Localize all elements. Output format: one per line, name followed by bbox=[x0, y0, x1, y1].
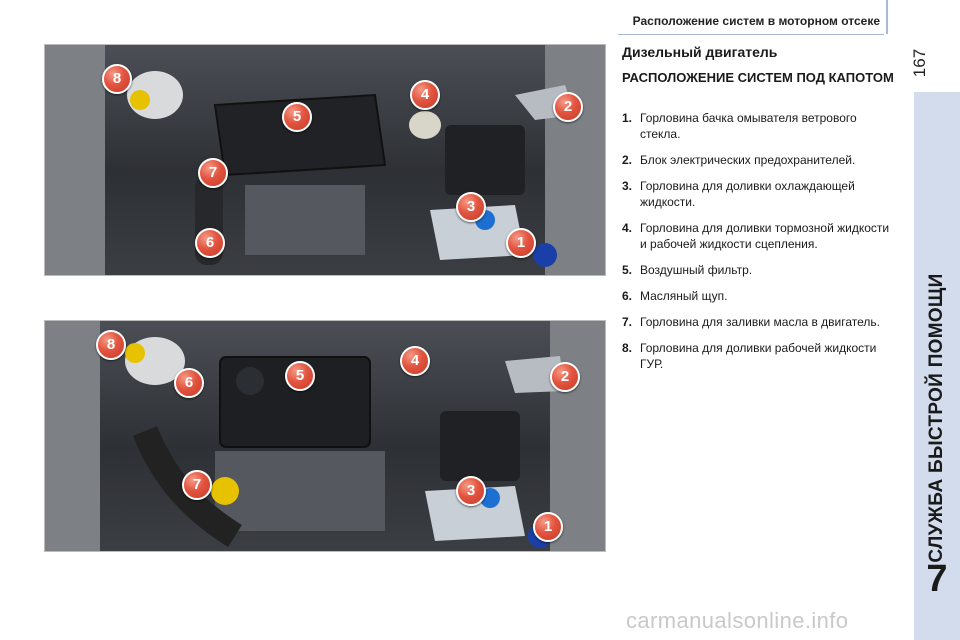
callout-marker: 8 bbox=[102, 64, 132, 94]
callout-marker: 4 bbox=[400, 346, 430, 376]
item-text: Блок электрических предохранителей. bbox=[640, 153, 856, 167]
component-list: 1. Горловина бачка омывателя ветрового ст… bbox=[622, 110, 894, 382]
callout-marker: 2 bbox=[553, 92, 583, 122]
item-text: Горловина для заливки масла в двигатель. bbox=[640, 315, 881, 329]
item-number: 1. bbox=[622, 111, 633, 125]
callout-marker: 6 bbox=[174, 368, 204, 398]
item-number: 5. bbox=[622, 263, 633, 277]
callout-marker: 1 bbox=[506, 228, 536, 258]
callout-marker: 7 bbox=[182, 470, 212, 500]
chapter-sidebar bbox=[914, 92, 960, 640]
list-item: 1. Горловина бачка омывателя ветрового ст… bbox=[622, 110, 894, 142]
callout-marker: 7 bbox=[198, 158, 228, 188]
header-rule bbox=[618, 34, 884, 35]
item-text: Горловина для доливки тормозной жидкости… bbox=[640, 221, 890, 251]
watermark: carmanualsonline.info bbox=[626, 608, 849, 633]
list-item: 8. Горловина для доливки рабочей жидкости… bbox=[622, 340, 894, 372]
list-item: 4. Горловина для доливки тормозной жидкос… bbox=[622, 220, 894, 252]
item-text: Горловина для доливки рабочей жидкости Г… bbox=[640, 341, 877, 371]
item-text: Горловина бачка омывателя ветрового стек… bbox=[640, 111, 857, 141]
callout-marker: 2 bbox=[550, 362, 580, 392]
callout-marker: 5 bbox=[285, 361, 315, 391]
list-item: 7. Горловина для заливки масла в двигател… bbox=[622, 314, 894, 330]
section-title: Дизельный двигатель bbox=[622, 44, 778, 60]
chapter-title: СЛУЖБА БЫСТРОЙ ПОМОЩИ bbox=[926, 273, 947, 563]
item-number: 8. bbox=[622, 341, 633, 355]
list-item: 5. Воздушный фильтр. bbox=[622, 262, 894, 278]
item-number: 3. bbox=[622, 179, 633, 193]
item-text: Воздушный фильтр. bbox=[640, 263, 753, 277]
callout-marker: 8 bbox=[96, 330, 126, 360]
list-item: 2. Блок электрических предохранителей. bbox=[622, 152, 894, 168]
callout-marker: 3 bbox=[456, 476, 486, 506]
item-number: 6. bbox=[622, 289, 633, 303]
section-subtitle: РАСПОЛОЖЕНИЕ СИСТЕМ ПОД КАПОТОМ bbox=[622, 70, 894, 85]
callout-marker: 6 bbox=[195, 228, 225, 258]
engine-photo-top: 8 5 4 2 7 3 6 1 bbox=[44, 44, 606, 276]
item-number: 2. bbox=[622, 153, 633, 167]
item-text: Горловина для доливки охлаждающей жидкос… bbox=[640, 179, 855, 209]
item-number: 7. bbox=[622, 315, 633, 329]
callout-marker: 1 bbox=[533, 512, 563, 542]
item-number: 4. bbox=[622, 221, 633, 235]
callout-marker: 4 bbox=[410, 80, 440, 110]
list-item: 3. Горловина для доливки охлаждающей жидк… bbox=[622, 178, 894, 210]
page-number: 167 bbox=[910, 48, 929, 78]
engine-photo-bottom: 8 6 5 4 2 7 3 1 bbox=[44, 320, 606, 552]
chapter-number: 7 bbox=[926, 558, 948, 600]
item-text: Масляный щуп. bbox=[640, 289, 728, 303]
list-item: 6. Масляный щуп. bbox=[622, 288, 894, 304]
header-tick bbox=[886, 0, 888, 34]
callout-marker: 5 bbox=[282, 102, 312, 132]
engine-illustration-bottom bbox=[45, 321, 605, 551]
running-header: Расположение систем в моторном отсеке bbox=[632, 14, 880, 28]
callout-marker: 3 bbox=[456, 192, 486, 222]
